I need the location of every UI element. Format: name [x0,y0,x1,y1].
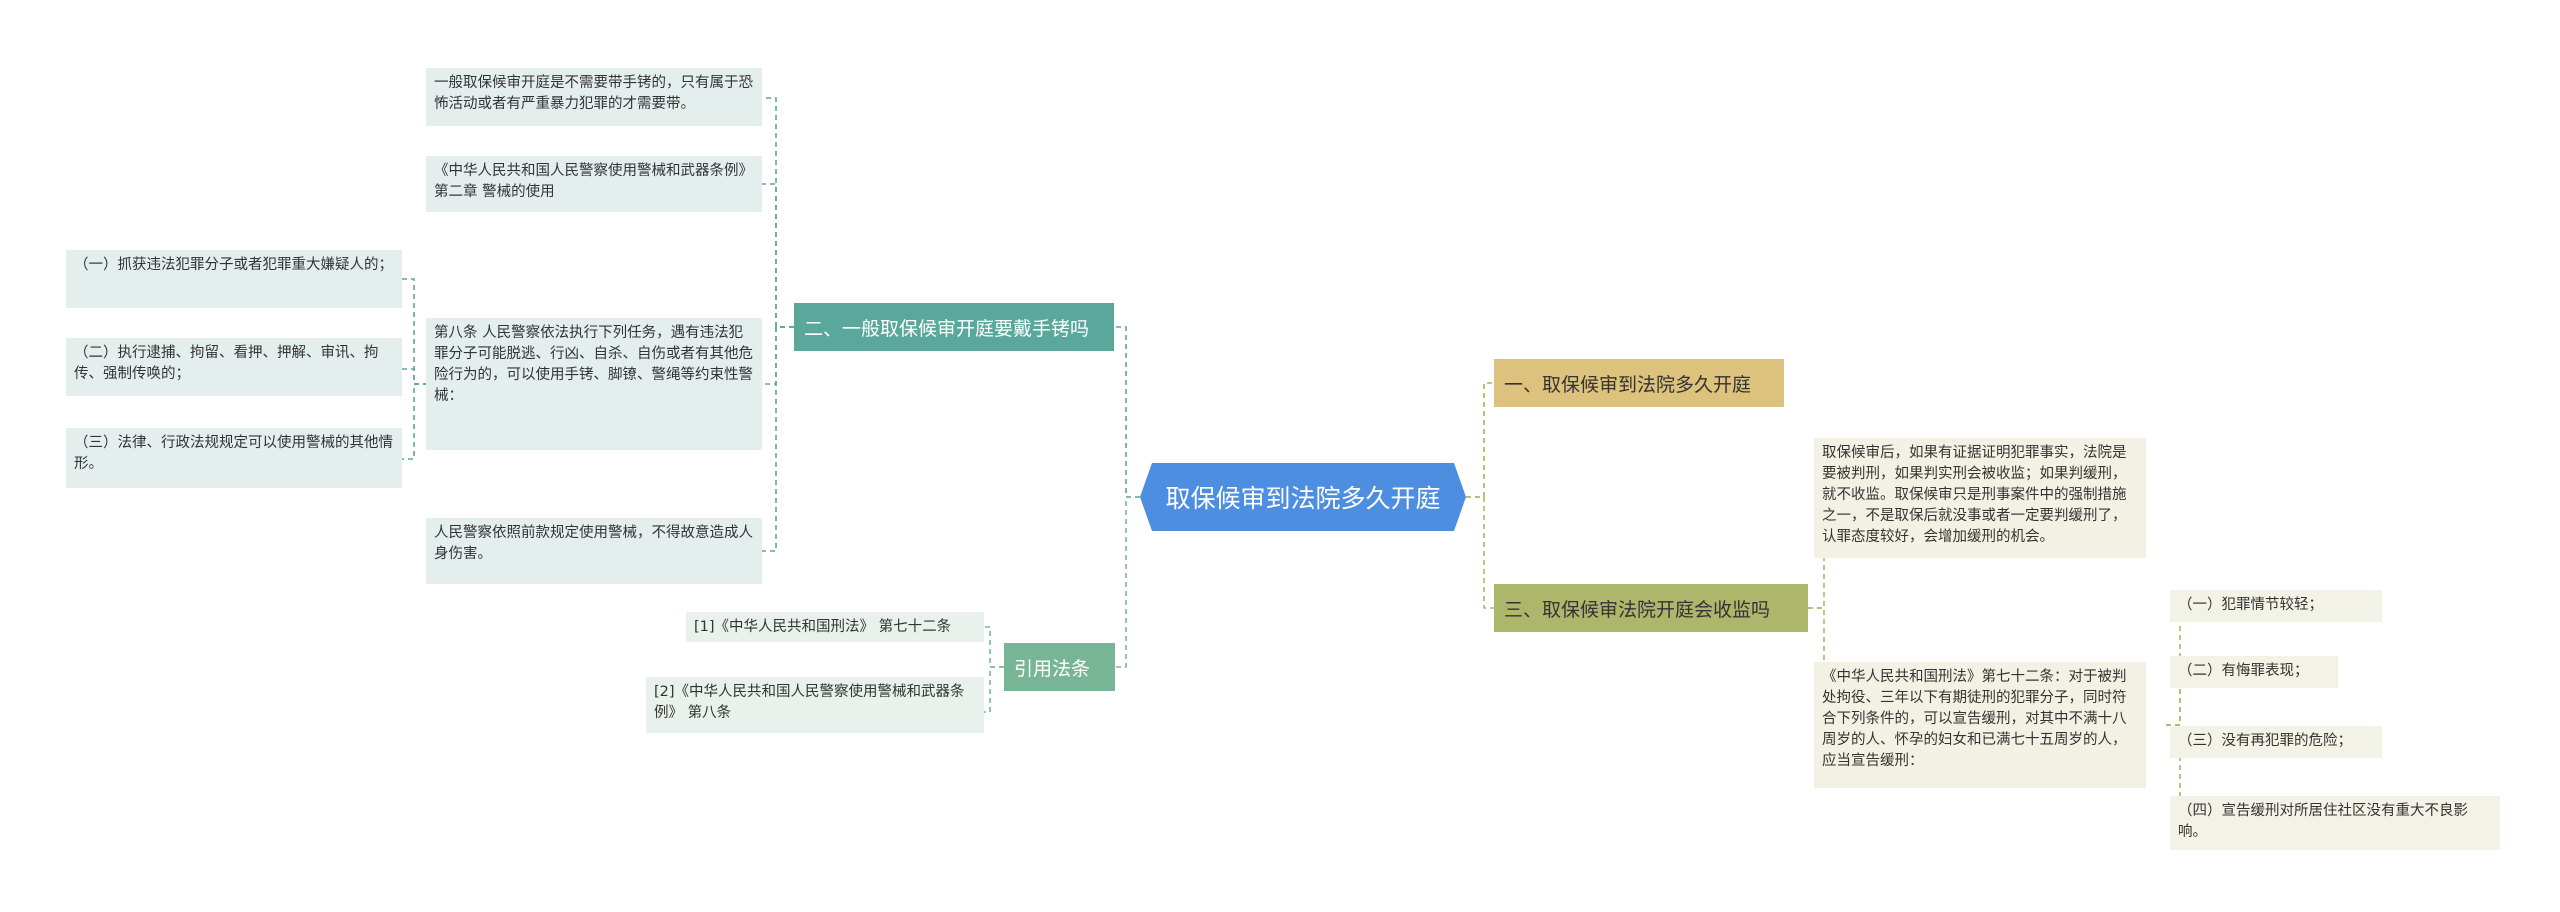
branch-court-timing[interactable]: 一、取保候审到法院多久开庭 [1494,359,1784,407]
branch-handcuffs[interactable]: 二、一般取保候审开庭要戴手铐吗 [794,303,1114,351]
branch-cited-laws[interactable]: 引用法条 [1004,643,1115,691]
article-eight[interactable]: 第八条 人民警察依法执行下列任务，遇有违法犯罪分子可能脱逃、行凶、自杀、自伤或者… [426,318,762,450]
probation-condition-2[interactable]: （二）有悔罪表现； [2170,656,2338,688]
article-eight-item-3[interactable]: （三）法律、行政法规规定可以使用警械的其他情形。 [66,428,402,488]
branch-custody-at-trial[interactable]: 三、取保候审法院开庭会收监吗 [1494,584,1808,632]
article-eight-item-1[interactable]: （一）抓获违法犯罪分子或者犯罪重大嫌疑人的； [66,250,402,308]
article-eight-item-2[interactable]: （二）执行逮捕、拘留、看押、押解、审讯、拘传、强制传唤的； [66,338,402,396]
probation-condition-3[interactable]: （三）没有再犯罪的危险； [2170,726,2382,758]
custody-explanation[interactable]: 取保候审后，如果有证据证明犯罪事实，法院是要被判刑，如果判实刑会被收监；如果判缓… [1814,438,2146,558]
citation-1[interactable]: [1]《中华人民共和国刑法》 第七十二条 [686,612,984,642]
root-topic[interactable]: 取保候审到法院多久开庭 [1140,463,1466,531]
criminal-law-article-72[interactable]: 《中华人民共和国刑法》第七十二条：对于被判处拘役、三年以下有期徒刑的犯罪分子，同… [1814,662,2146,788]
restraint-limit[interactable]: 人民警察依照前款规定使用警械，不得故意造成人身伤害。 [426,518,762,584]
probation-condition-1[interactable]: （一）犯罪情节较轻； [2170,590,2382,622]
probation-condition-4[interactable]: （四）宣告缓刑对所居住社区没有重大不良影响。 [2170,796,2500,850]
handcuff-note[interactable]: 一般取保候审开庭是不需要带手铐的，只有属于恐怖活动或者有严重暴力犯罪的才需要带。 [426,68,762,126]
police-regulation-chapter[interactable]: 《中华人民共和国人民警察使用警械和武器条例》第二章 警械的使用 [426,156,762,212]
citation-2[interactable]: [2]《中华人民共和国人民警察使用警械和武器条例》 第八条 [646,677,984,733]
